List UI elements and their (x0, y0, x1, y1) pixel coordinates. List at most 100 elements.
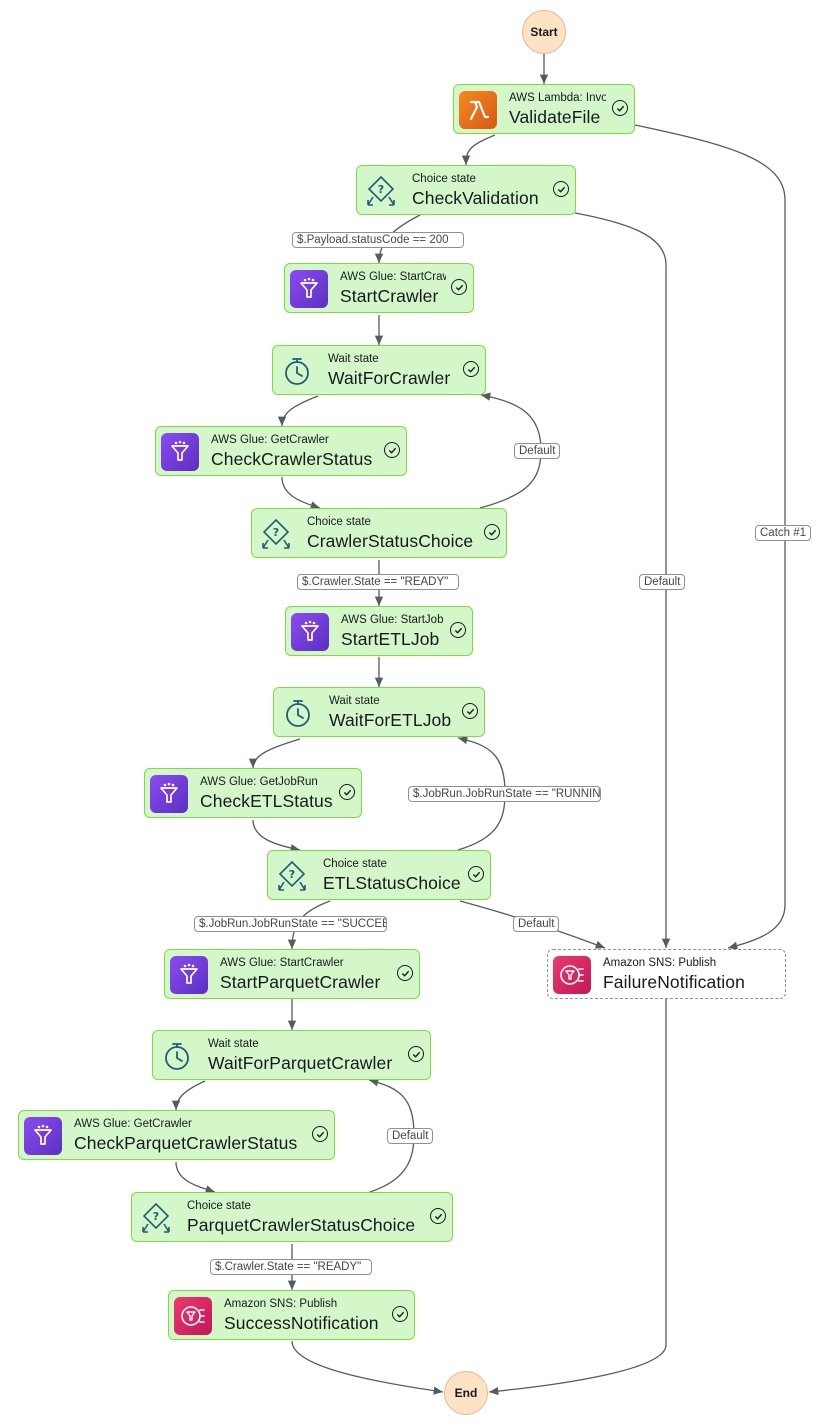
check-circle-icon (468, 866, 484, 882)
timer-icon (278, 352, 316, 390)
state-waitforparquetcrawler[interactable]: Wait state WaitForParquetCrawler (152, 1030, 431, 1080)
edge-label-crawler-ready: $.Crawler.State == "READY" (297, 574, 459, 590)
svg-text:?: ? (153, 1210, 159, 1223)
state-successnotification[interactable]: Amazon SNS: Publish SuccessNotification (168, 1290, 415, 1340)
check-circle-icon (462, 703, 478, 719)
edge-waitforcrawler-checkcrawlerstatus (277, 395, 319, 427)
state-type-label: AWS Glue: GetCrawler (211, 434, 329, 446)
state-checkparquetcrawlerstatus[interactable]: AWS Glue: GetCrawler CheckParquetCrawler… (18, 1110, 335, 1160)
state-type-label: Choice state (323, 858, 387, 870)
start-node[interactable]: Start (522, 10, 566, 54)
state-checkvalidation[interactable]: ? Choice state CheckValidation (356, 165, 576, 215)
state-name-label: CheckCrawlerStatus (211, 449, 373, 469)
check-circle-icon (484, 524, 500, 540)
check-circle-icon (384, 442, 400, 458)
state-name-label: ParquetCrawlerStatusChoice (187, 1215, 416, 1235)
choice-icon: ? (362, 172, 400, 210)
state-etlstatuschoice[interactable]: ? Choice state ETLStatusChoice (267, 850, 491, 900)
state-name-label: StartCrawler (340, 286, 439, 306)
edge-label-status-code-200: $.Payload.statusCode == 200 (292, 232, 464, 248)
state-type-label: AWS Glue: StartCrawler (220, 957, 344, 969)
state-waitforetljob[interactable]: Wait state WaitForETLJob (273, 687, 485, 737)
choice-icon: ? (137, 1199, 175, 1237)
check-circle-icon (450, 622, 466, 638)
state-name-label: FailureNotification (603, 972, 745, 992)
state-name-label: WaitForParquetCrawler (208, 1053, 393, 1073)
check-circle-icon (430, 1208, 446, 1224)
check-circle-icon (312, 1126, 328, 1142)
state-type-label: AWS Glue: StartJobRun (341, 614, 443, 626)
state-name-label: CheckValidation (412, 188, 539, 208)
state-type-label: AWS Glue: GetCrawler (74, 1118, 192, 1130)
state-validatefile[interactable]: AWS Lambda: Invoke ValidateFile (453, 84, 635, 134)
edge-label-default-etl: Default (513, 916, 560, 932)
glue-icon (170, 956, 208, 994)
state-checketlstatus[interactable]: AWS Glue: GetJobRun CheckETLStatus (144, 768, 362, 818)
edge-validatefile-catch (634, 124, 786, 950)
edge-label-default-parquet: Default (387, 1128, 434, 1144)
edge-checkvalidation-default (574, 212, 671, 948)
state-type-label: AWS Lambda: Invoke (509, 92, 606, 104)
state-name-label: StartETLJob (341, 629, 440, 649)
state-type-label: Wait state (328, 353, 379, 365)
state-type-label: Amazon SNS: Publish (603, 957, 717, 969)
state-name-label: CheckETLStatus (200, 791, 333, 811)
timer-icon (158, 1037, 196, 1075)
state-type-label: Wait state (208, 1038, 259, 1050)
state-checkcrawlerstatus[interactable]: AWS Glue: GetCrawler CheckCrawlerStatus (155, 426, 407, 476)
edge-label-catch-1: Catch #1 (755, 525, 812, 541)
check-circle-icon (392, 1306, 408, 1322)
glue-icon (291, 613, 329, 651)
lambda-icon (459, 91, 497, 129)
check-circle-icon (463, 361, 479, 377)
state-type-label: Choice state (412, 173, 476, 185)
state-name-label: CrawlerStatusChoice (307, 531, 474, 551)
edge-label-default-crawler: Default (514, 443, 561, 459)
edge-label-jobrun-running: $.JobRun.JobRunState == "RUNNING" (408, 786, 601, 802)
glue-icon (150, 775, 188, 813)
state-name-label: StartParquetCrawler (220, 972, 381, 992)
edge-label-jobrun-succeeded: $.JobRun.JobRunState == "SUCCEEDED" (194, 916, 387, 932)
check-circle-icon (408, 1046, 424, 1062)
edge-waitforetljob-checketlstatus (248, 738, 301, 769)
state-type-label: Choice state (307, 516, 371, 528)
state-name-label: CheckParquetCrawlerStatus (74, 1133, 298, 1153)
state-startetljob[interactable]: AWS Glue: StartJobRun StartETLJob (285, 606, 473, 656)
state-startcrawler[interactable]: AWS Glue: StartCrawler StartCrawler (284, 263, 474, 313)
state-startparquetcrawler[interactable]: AWS Glue: StartCrawler StartParquetCrawl… (164, 949, 420, 999)
choice-icon: ? (273, 857, 311, 895)
glue-icon (161, 433, 199, 471)
state-type-label: Choice state (187, 1200, 251, 1212)
edge-validatefile-checkvalidation (461, 134, 496, 166)
edge-label-parquet-ready: $.Crawler.State == "READY" (210, 1259, 372, 1275)
state-name-label: WaitForETLJob (329, 710, 452, 730)
check-circle-icon (612, 100, 628, 116)
state-waitforcrawler[interactable]: Wait state WaitForCrawler (272, 345, 486, 395)
check-circle-icon (451, 279, 467, 295)
state-name-label: ValidateFile (509, 107, 601, 127)
sns-icon (553, 956, 591, 994)
state-type-label: Amazon SNS: Publish (224, 1298, 338, 1310)
state-crawlerstatuschoice[interactable]: ? Choice state CrawlerStatusChoice (251, 508, 507, 558)
edge-checkcrawlerstatus-crawlerstatuschoice (281, 476, 321, 510)
choice-icon: ? (257, 515, 295, 553)
check-circle-icon (339, 784, 355, 800)
check-circle-icon (553, 181, 569, 197)
state-type-label: Wait state (329, 695, 380, 707)
edge-failure-end (488, 999, 667, 1396)
state-parquetcrawlerstatuschoice[interactable]: ? Choice state ParquetCrawlerStatusChoic… (131, 1192, 453, 1242)
state-type-label: AWS Glue: StartCrawler (340, 271, 446, 283)
glue-icon (290, 270, 328, 308)
edge-waitparquet-checkparquet (171, 1080, 206, 1111)
svg-text:?: ? (273, 526, 279, 539)
glue-icon (24, 1117, 62, 1155)
end-node[interactable]: End (444, 1371, 488, 1415)
state-failurenotification[interactable]: Amazon SNS: Publish FailureNotification (547, 949, 786, 999)
edge-success-end (291, 1340, 444, 1395)
edge-checkparquet-choice (175, 1161, 216, 1194)
state-name-label: SuccessNotification (224, 1313, 379, 1333)
svg-text:?: ? (289, 868, 295, 881)
edge-label-default-validation: Default (639, 574, 686, 590)
check-circle-icon (397, 965, 413, 981)
state-name-label: WaitForCrawler (328, 368, 451, 388)
